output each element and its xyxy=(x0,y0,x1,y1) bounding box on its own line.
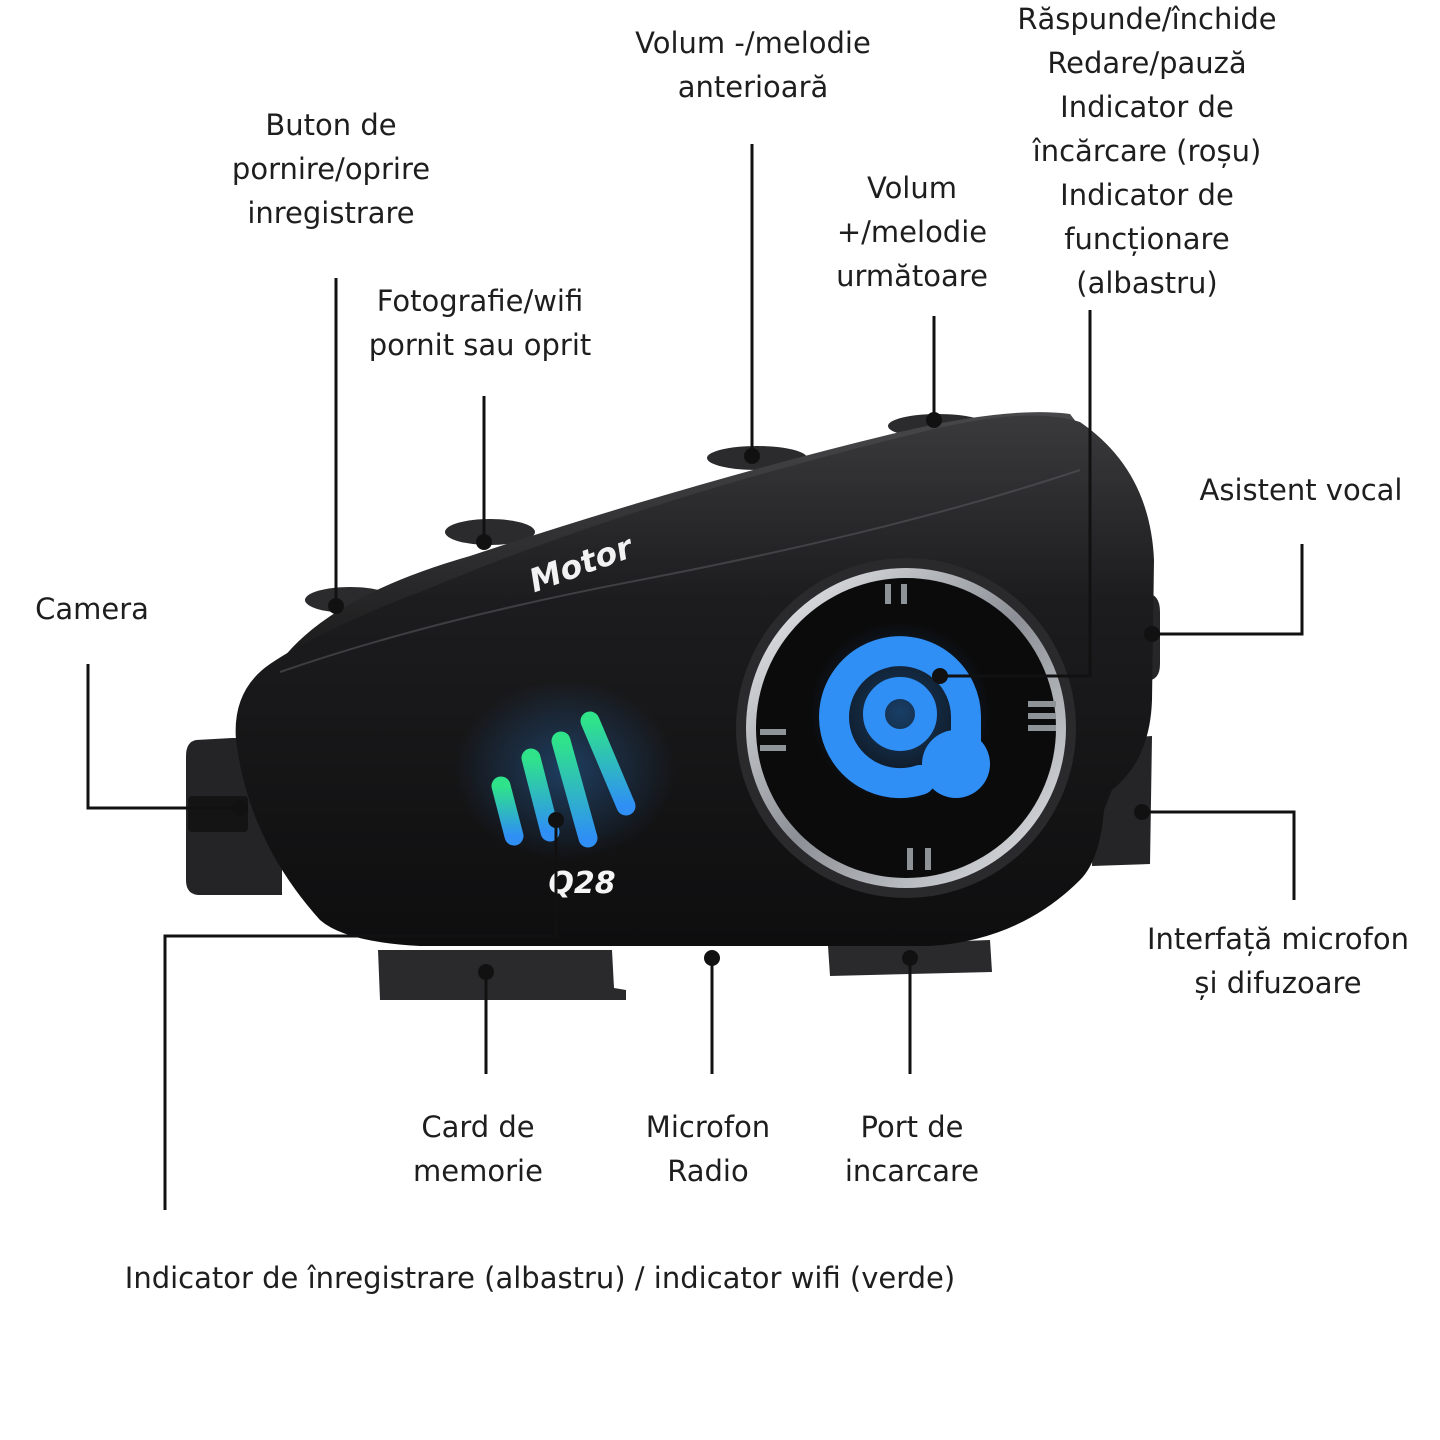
label-power-record: Buton de pornire/oprire inregistrare xyxy=(232,103,430,235)
label-line: și difuzoare xyxy=(1194,966,1362,1000)
label-voice-assistant: Asistent vocal xyxy=(1200,468,1403,512)
label-line: Asistent vocal xyxy=(1199,473,1403,507)
label-volume-up: Volum +/melodie următoare xyxy=(836,166,988,298)
leader-voice-assistant xyxy=(1152,544,1304,636)
label-line: Indicator de xyxy=(1060,178,1234,212)
label-memory-card: Card de memorie xyxy=(413,1105,543,1193)
label-line: Volum -/melodie xyxy=(635,26,871,60)
label-main-button: Răspunde/închide Redare/pauză Indicator … xyxy=(1017,0,1276,305)
label-line: incarcare xyxy=(844,1154,980,1188)
label-line: Buton de xyxy=(265,108,397,142)
label-line: Indicator de xyxy=(1060,90,1234,124)
label-line: anterioară xyxy=(677,70,829,104)
leader-mic-speaker xyxy=(1142,810,1296,900)
label-line: Card de xyxy=(421,1110,535,1144)
label-line: Volum xyxy=(866,171,958,205)
label-line: Indicator de înregistrare (albastru) / i… xyxy=(124,1261,956,1295)
label-line: Redare/pauză xyxy=(1047,46,1247,80)
label-camera: Camera xyxy=(35,587,149,631)
label-line: +/melodie xyxy=(836,215,988,249)
record-wifi-indicator-bars xyxy=(491,711,636,848)
leader-camera xyxy=(86,664,240,810)
leader-lines xyxy=(86,144,1304,1210)
ring-tick-marks xyxy=(760,584,1056,870)
label-charging-port: Port de incarcare xyxy=(845,1105,979,1193)
label-line: Răspunde/închide xyxy=(1017,2,1277,36)
model-label: Q28 xyxy=(548,866,615,901)
label-line: Radio xyxy=(667,1154,749,1188)
label-volume-down: Volum -/melodie anterioară xyxy=(635,21,871,109)
label-line: Interfață microfon xyxy=(1146,922,1410,956)
label-line: pornire/oprire xyxy=(231,152,431,186)
label-line: următoare xyxy=(836,259,988,293)
label-line: Fotografie/wifi xyxy=(376,284,584,318)
leader-main-button xyxy=(940,310,1092,678)
leader-record-wifi-indicator xyxy=(163,820,558,1210)
leader-dots xyxy=(232,412,1160,980)
label-line: Microfon xyxy=(645,1110,771,1144)
label-record-wifi-indicator: Indicator de înregistrare (albastru) / i… xyxy=(125,1256,955,1300)
label-line: memorie xyxy=(413,1154,543,1188)
label-photo-wifi: Fotografie/wifi pornit sau oprit xyxy=(369,279,592,367)
label-radio-mic: Microfon Radio xyxy=(646,1105,770,1193)
label-line: pornit sau oprit xyxy=(368,328,592,362)
label-mic-speaker: Interfață microfon și difuzoare xyxy=(1147,917,1409,1005)
label-line: încărcare (roșu) xyxy=(1032,134,1262,168)
label-line: inregistrare xyxy=(247,196,415,230)
label-line: Port de xyxy=(860,1110,964,1144)
label-line: (albastru) xyxy=(1076,266,1218,300)
label-line: funcționare xyxy=(1064,222,1230,256)
label-line: Camera xyxy=(35,592,149,626)
memory-card-slot xyxy=(378,950,626,1000)
